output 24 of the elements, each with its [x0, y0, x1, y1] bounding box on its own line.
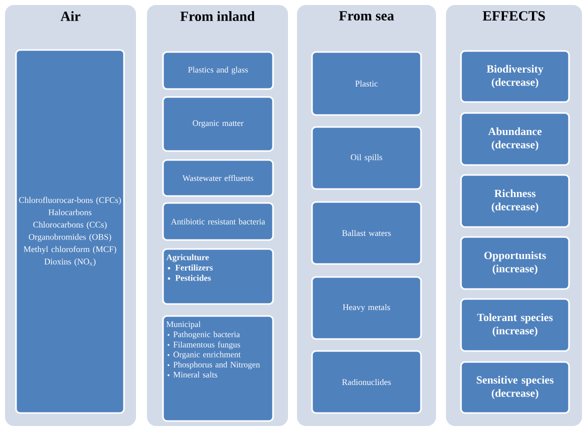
content-box: Opportunists (increase)	[460, 236, 570, 290]
content-box: Organic matter	[162, 96, 274, 152]
content-box: Radionuclides	[311, 350, 422, 414]
node-label: Phosphorus and Nitrogen	[173, 361, 260, 370]
node-label: Municipal	[166, 321, 201, 329]
content-box: Abundance (decrease)	[460, 112, 570, 166]
content-box: Wastewater effluents	[162, 159, 274, 197]
content-box: Richness (decrease)	[460, 174, 570, 228]
content-box: Oil spills	[311, 126, 422, 190]
content-box: Antibiotic resistant bacteria	[162, 202, 274, 241]
node-label: Mineral salts	[173, 372, 218, 378]
content-box: Ballast waters	[311, 201, 422, 265]
content-box: Chlorofluorocar-bons (CFCs) Halocarbons Chlorocarbons (CCs) Organobromides (OBS) Methyl chloroform (MCF) Dioxins (NO$_{x}$)	[15, 49, 125, 414]
content-box: Biodiversity (decrease)	[460, 50, 570, 103]
content-box: Plastic	[311, 51, 422, 116]
content-box: Sensitive species (decrease)	[460, 361, 570, 414]
content-box: Agriculture Fertilizers Pesticides	[162, 248, 274, 305]
node-label: Pathogenic bacteria	[173, 331, 240, 339]
content-box: Heavy metals	[311, 276, 422, 340]
content-box: Municipal Pathogenic bacteria Filamentous fungus Organic enrichment Phosphorus and Nitrogen Mineral salts	[162, 315, 274, 422]
node-label: Filamentous fungus	[173, 341, 240, 350]
content-box: Plastics and glass	[162, 51, 274, 90]
node-label: Organic enrichment	[174, 351, 241, 360]
content-box: Tolerant species (increase)	[460, 298, 570, 352]
